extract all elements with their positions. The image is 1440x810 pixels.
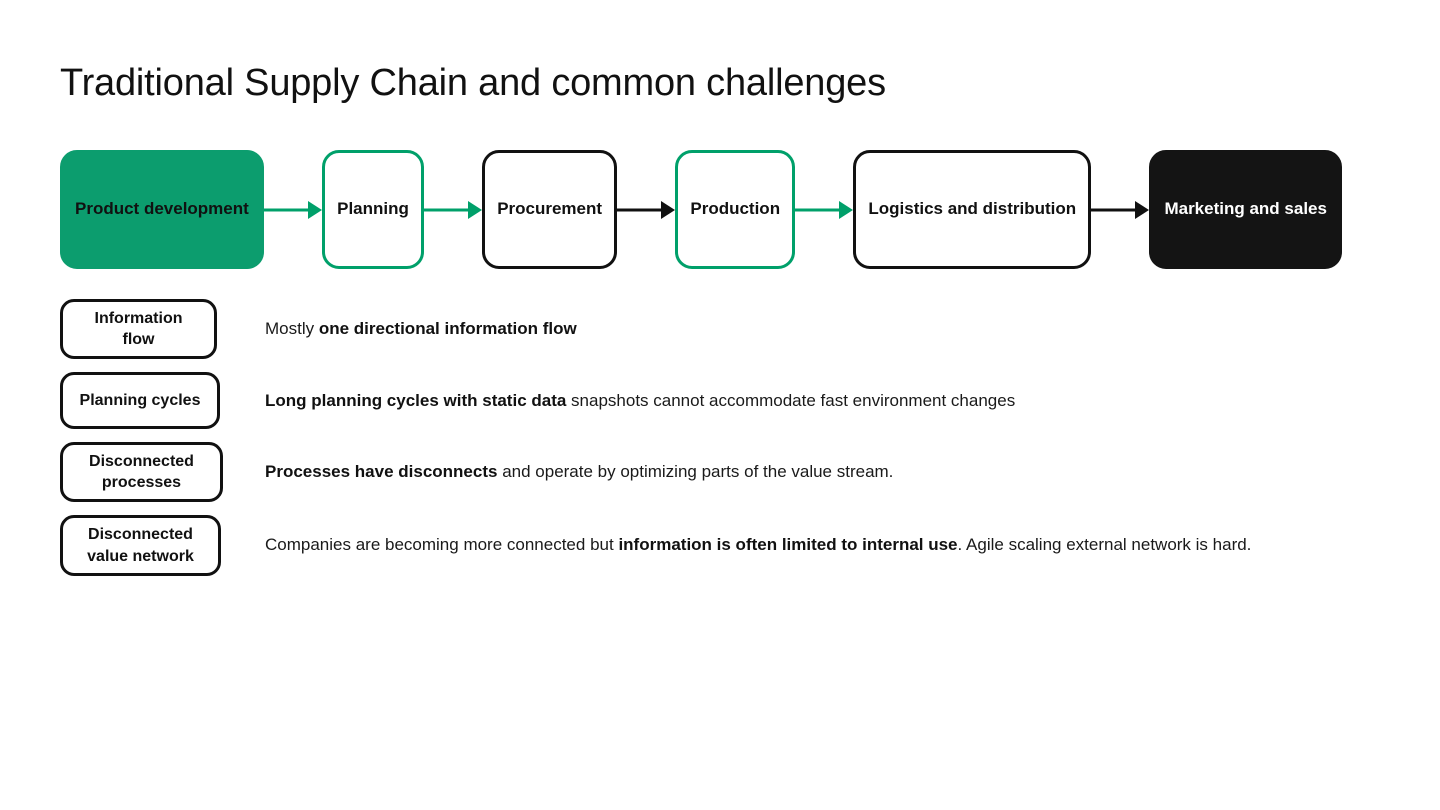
page-title: Traditional Supply Chain and common chal… [60,62,886,104]
arrow-head-icon [1135,200,1150,219]
challenge-chip-label: Disconnected processes [89,453,194,492]
challenge-chip-planning-cycles[interactable]: Planning cycles [60,372,220,430]
emphasis-text: information is often limited to internal… [618,535,958,555]
challenge-row: Disconnected processes Processes have di… [60,442,1380,503]
arrow-head-icon [468,200,483,219]
flow-node-procurement[interactable]: Procurement [482,150,618,269]
arrow-head-icon [661,200,676,219]
supply-chain-flow: Product development Planning Procurement… [60,150,1342,269]
challenge-description: Processes have disconnects and operate b… [265,460,1380,484]
challenge-row: Disconnected value network Companies are… [60,515,1380,576]
arrow-shaft [795,208,843,211]
flow-node-label: Product development [75,199,249,219]
flow-node-marketing-and-sales[interactable]: Marketing and sales [1149,150,1342,269]
challenge-chip-label: Disconnected value network [87,526,194,565]
flow-node-logistics-and-distribution[interactable]: Logistics and distribution [853,150,1092,269]
flow-arrow-4 [795,200,854,220]
arrow-shaft [617,208,665,211]
arrow-head-icon [839,200,854,219]
challenges-list: Information flow Mostly one directional … [60,299,1380,593]
challenge-chip-disconnected-processes[interactable]: Disconnected processes [60,442,223,503]
plain-text: Mostly [265,319,319,339]
flow-arrow-1 [263,200,323,220]
flow-node-production[interactable]: Production [675,150,796,269]
emphasis-text: Long planning cycles with static data [265,390,567,410]
flow-arrow-2 [423,200,483,220]
arrow-shaft [263,208,312,211]
emphasis-text: one directional information flow [318,319,577,339]
flow-node-product-development[interactable]: Product development [60,150,264,269]
flow-arrow-3 [617,200,676,220]
arrow-head-icon [308,200,323,219]
flow-node-label: Procurement [497,199,603,219]
arrow-shaft [423,208,472,211]
flow-node-label: Planning [337,199,409,219]
challenge-chip-label: Planning cycles [79,392,201,410]
flow-arrow-5 [1091,200,1150,220]
challenge-chip-label: Information flow [94,310,183,349]
challenge-row: Planning cycles Long planning cycles wit… [60,372,1380,430]
challenge-description: Long planning cycles with static data sn… [265,389,1380,413]
plain-text: . Agile scaling external network is hard… [957,535,1252,555]
plain-text: Companies are becoming more connected bu… [265,535,619,555]
flow-node-label: Production [690,199,781,219]
emphasis-text: Processes have disconnects [265,462,498,482]
plain-text: and operate by optimizing parts of the v… [497,462,894,482]
plain-text: snapshots cannot accommodate fast enviro… [566,390,1016,410]
challenge-row: Information flow Mostly one directional … [60,299,1380,360]
challenge-description: Companies are becoming more connected bu… [265,533,1380,557]
flow-node-planning[interactable]: Planning [322,150,424,269]
flow-node-label: Logistics and distribution [868,199,1077,219]
challenge-chip-information-flow[interactable]: Information flow [60,299,217,360]
arrow-shaft [1091,208,1139,211]
challenge-chip-disconnected-value-network[interactable]: Disconnected value network [60,515,221,576]
flow-node-label: Marketing and sales [1164,199,1327,219]
challenge-description: Mostly one directional information flow [265,317,1380,341]
